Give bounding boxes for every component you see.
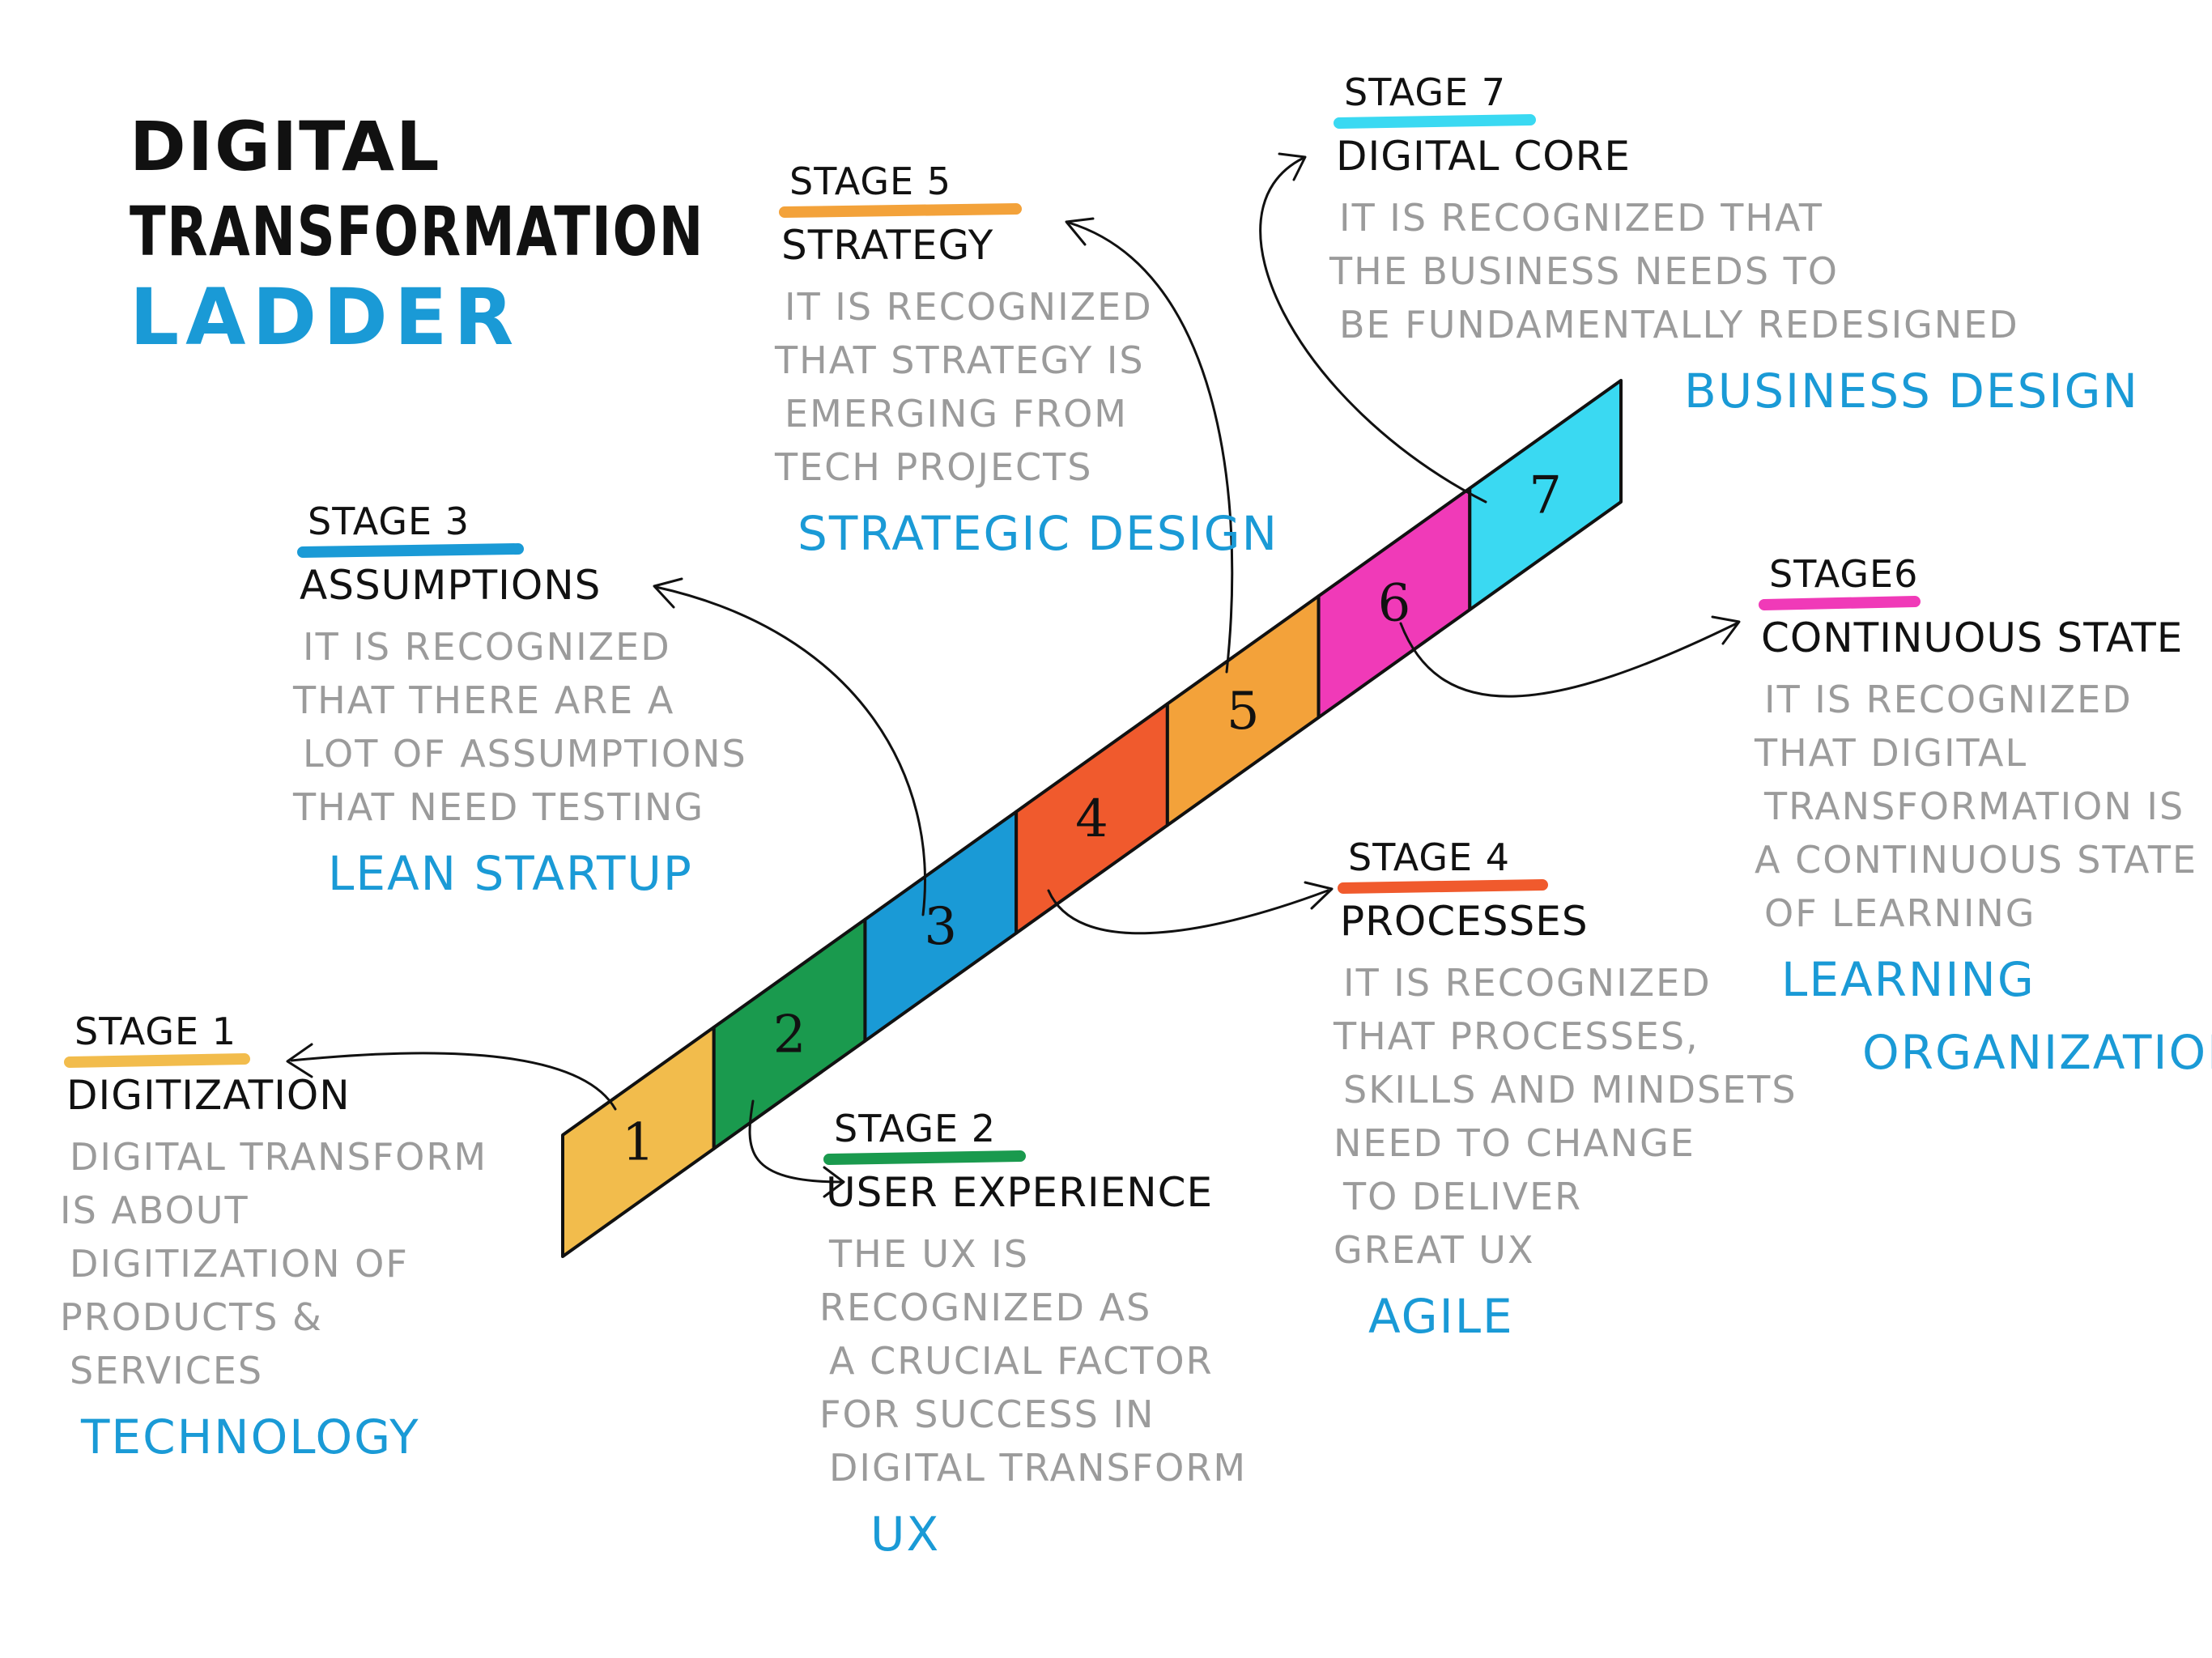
stage-description-line: BE FUNDAMENTALLY REDESIGNED: [1339, 303, 2019, 346]
stage-description-line: IT IS RECOGNIZED: [1343, 961, 1712, 1005]
stage-theme: LEAN STARTUP: [328, 846, 693, 901]
stage-name: STRATEGY: [781, 222, 993, 269]
stage-theme: LEARNING: [1781, 952, 2035, 1007]
arrow-head-stage-1: [286, 1043, 313, 1078]
stage-label: STAGE 4: [1348, 835, 1510, 879]
stage-description-line: THAT PROCESSES,: [1333, 1014, 1699, 1058]
stage-label: STAGE6: [1769, 552, 1918, 596]
stage-label: STAGE 2: [834, 1107, 996, 1150]
stage-theme: UX: [870, 1507, 940, 1562]
stage-description-line: THAT NEED TESTING: [292, 785, 704, 829]
stage-description-line: IT IS RECOGNIZED: [1764, 678, 2133, 721]
arrow-head-stage-6: [1711, 615, 1741, 645]
stage-description-line: DIGITAL TRANSFORM: [829, 1446, 1247, 1490]
stage-description-line: EMERGING FROM: [785, 392, 1128, 436]
stage-description-line: NEED TO CHANGE: [1334, 1121, 1695, 1165]
ladder-segment-7: [1468, 379, 1623, 612]
arrow-head-stage-2: [823, 1166, 845, 1198]
stage-description-line: THAT STRATEGY IS: [774, 338, 1145, 382]
stage-label-underline: [1334, 114, 1536, 129]
stage-description-line: THE BUSINESS NEEDS TO: [1329, 249, 1839, 293]
title-line-1: DIGITAL: [130, 107, 441, 186]
stage-description-line: FOR SUCCESS IN: [819, 1392, 1155, 1436]
stage-description-line: THAT THERE ARE A: [292, 678, 674, 722]
stage-theme: AGILE: [1368, 1289, 1514, 1344]
stage-label: STAGE 5: [789, 159, 951, 203]
arrow-stage-5: [1067, 221, 1234, 674]
ladder-bar: 1 2 3 4 5 6 7: [561, 379, 1623, 1258]
arrow-stage-2: [748, 1099, 844, 1184]
stage-description-line: A CRUCIAL FACTOR: [829, 1339, 1214, 1383]
arrow-head-stage-4: [1304, 881, 1334, 910]
connector-arrows: [286, 152, 1741, 1198]
stage-description-line: OF LEARNING: [1764, 891, 2035, 935]
stage-description-line: DIGITIZATION OF: [70, 1242, 409, 1286]
title-line-2: TRANSFORMATION: [130, 192, 704, 271]
stage-name: DIGITAL CORE: [1336, 133, 1631, 180]
stage-block-5: STAGE 5 STRATEGY IT IS RECOGNIZED THAT STRA…: [774, 159, 1278, 561]
stage-block-1: STAGE 1 DIGITIZATION DIGITAL TRANSFORM IS A…: [60, 1010, 487, 1465]
arrow-stage-4: [1047, 889, 1329, 935]
stage-description-line: SKILLS AND MINDSETS: [1343, 1068, 1797, 1112]
stage-blocks: STAGE 1 DIGITIZATION DIGITAL TRANSFORM IS A…: [60, 70, 2212, 1562]
stage-description-line: SERVICES: [70, 1349, 263, 1392]
stage-label: STAGE 1: [74, 1010, 236, 1053]
stage-description-line: A CONTINUOUS STATE: [1755, 838, 2197, 882]
stage-label: STAGE 3: [308, 500, 470, 543]
stage-name: PROCESSES: [1340, 898, 1589, 945]
stage-description-line: IT IS RECOGNIZED: [303, 625, 671, 669]
arrow-head-stage-7: [1278, 152, 1307, 181]
stage-description-line: GREAT UX: [1334, 1228, 1534, 1272]
ladder-segment-number-2: 2: [773, 1005, 806, 1065]
stage-name: DIGITIZATION: [66, 1072, 351, 1119]
stage-label-underline: [297, 543, 524, 558]
arrow-stage-3: [654, 585, 926, 916]
stage-label-underline: [823, 1150, 1026, 1165]
stage-description-line: DIGITAL TRANSFORM: [70, 1135, 487, 1179]
stage-block-3: STAGE 3 ASSUMPTIONS IT IS RECOGNIZED THAT T…: [292, 500, 747, 901]
stage-description-line: TECH PROJECTS: [774, 445, 1092, 489]
ladder-segment-number-4: 4: [1075, 789, 1108, 849]
arrow-head-stage-5: [1065, 217, 1095, 246]
stage-description-line: PRODUCTS &: [60, 1295, 323, 1339]
stage-theme: ORGANIZATION: [1862, 1025, 2212, 1080]
stage-block-4: STAGE 4 PROCESSES IT IS RECOGNIZED THAT PRO…: [1333, 835, 1797, 1344]
arrow-stage-1: [290, 1052, 617, 1111]
stage-description-line: TO DELIVER: [1342, 1175, 1582, 1218]
stage-label-underline: [64, 1053, 250, 1068]
ladder-segment-number-3: 3: [924, 897, 957, 957]
stage-name: ASSUMPTIONS: [300, 562, 601, 609]
stage-description-line: THAT DIGITAL: [1754, 731, 2027, 775]
stage-block-2: STAGE 2 USER EXPERIENCE THE UX IS RECOGNIZE…: [819, 1107, 1247, 1562]
stage-label-underline: [1338, 879, 1548, 894]
arrow-stage-7: [1259, 156, 1487, 504]
stage-label-underline: [779, 203, 1022, 218]
ladder-segment-number-1: 1: [622, 1112, 655, 1172]
title-line-3: LADDER: [130, 272, 520, 363]
stage-description-line: IT IS RECOGNIZED THAT: [1339, 196, 1823, 240]
stage-description-line: IT IS RECOGNIZED: [785, 285, 1153, 329]
title-block: DIGITAL TRANSFORMATION LADDER: [130, 107, 704, 363]
stage-block-7: STAGE 7 DIGITAL CORE IT IS RECOGNIZED THAT…: [1329, 70, 2139, 419]
ladder-segment-number-6: 6: [1378, 574, 1411, 634]
stage-description-line: TRANSFORMATION IS: [1763, 784, 2184, 828]
ladder-segment-number-7: 7: [1529, 466, 1562, 526]
stage-description-line: THE UX IS: [828, 1232, 1029, 1276]
stage-theme: TECHNOLOGY: [80, 1409, 420, 1465]
stage-theme: STRATEGIC DESIGN: [798, 506, 1278, 561]
stage-description-line: LOT OF ASSUMPTIONS: [303, 732, 747, 776]
stage-theme: BUSINESS DESIGN: [1684, 363, 2139, 419]
stage-name: CONTINUOUS STATE: [1761, 614, 2183, 661]
stage-label-underline: [1759, 596, 1921, 610]
stage-name: USER EXPERIENCE: [826, 1169, 1213, 1216]
stage-description-line: RECOGNIZED AS: [819, 1286, 1151, 1329]
stage-label: STAGE 7: [1344, 70, 1506, 114]
ladder-segment-number-5: 5: [1227, 682, 1260, 742]
arrow-stage-6: [1399, 622, 1738, 698]
arrow-head-stage-3: [653, 577, 683, 609]
stage-description-line: IS ABOUT: [60, 1188, 249, 1232]
